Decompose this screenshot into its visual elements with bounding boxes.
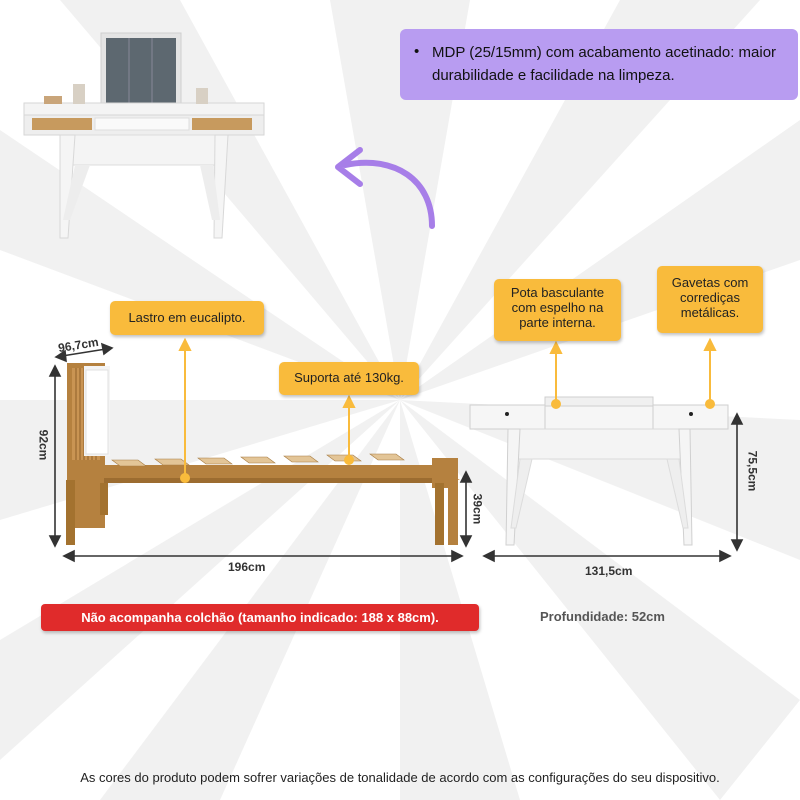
callout-pota-basculante: Pota basculante com espelho na parte int… (494, 279, 621, 341)
callout-lastro: Lastro em eucalipto. (110, 301, 264, 335)
bullet-icon: • (414, 43, 420, 60)
desk-illustration (469, 396, 729, 546)
mdp-info-text: MDP (25/15mm) com acabamento acetinado: … (432, 44, 777, 84)
bed-side-height-label: 39cm (470, 493, 485, 525)
mattress-notice: Não acompanha colchão (tamanho indicado:… (41, 604, 479, 631)
mdp-info-box: • MDP (25/15mm) com acabamento acetinado… (400, 29, 798, 100)
color-disclaimer: As cores do produto podem sofrer variaçõ… (80, 770, 720, 785)
dimension-lines (48, 342, 744, 563)
callout-pointers (178, 337, 717, 483)
desk-width-label: 131,5cm (585, 564, 633, 578)
callout-gavetas: Gavetas com corrediças metálicas. (657, 266, 763, 333)
bed-length-label: 196cm (228, 560, 266, 574)
callout-suporta: Suporta até 130kg. (279, 362, 419, 395)
vanity-desk-photo (23, 32, 265, 239)
bed-height-label: 92cm (36, 429, 51, 461)
desk-height-label: 75,5cm (745, 450, 760, 492)
curved-arrow-icon (335, 147, 435, 229)
desk-depth-label: Profundidade: 52cm (540, 609, 665, 624)
